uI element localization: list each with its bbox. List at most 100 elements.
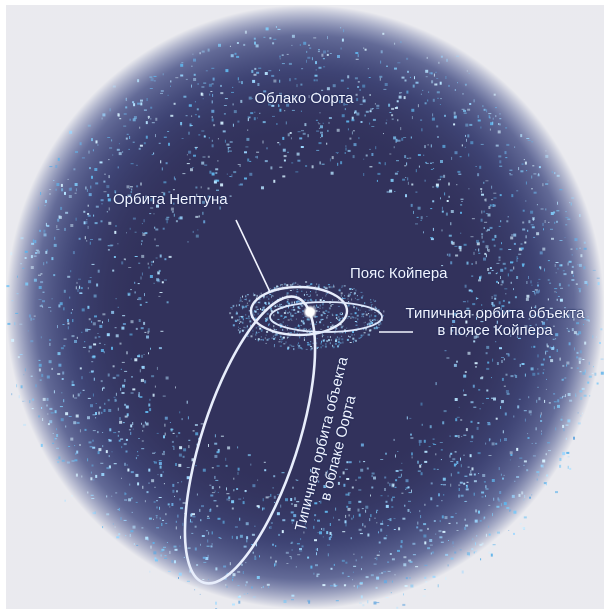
oort-particle bbox=[436, 468, 439, 470]
oort-particle bbox=[212, 93, 214, 97]
oort-particle bbox=[478, 473, 480, 474]
oort-particle bbox=[437, 179, 441, 181]
oort-particle bbox=[103, 180, 106, 183]
kuiper-particle bbox=[314, 315, 317, 318]
oort-particle bbox=[569, 202, 571, 204]
oort-particle bbox=[120, 517, 122, 521]
oort-particle bbox=[181, 62, 184, 64]
oort-particle bbox=[594, 372, 597, 376]
oort-particle bbox=[19, 354, 23, 355]
oort-particle bbox=[483, 210, 485, 213]
kuiper-particle bbox=[322, 339, 325, 342]
oort-particle bbox=[289, 78, 291, 82]
oort-particle bbox=[441, 229, 443, 232]
oort-particle bbox=[154, 226, 156, 229]
kuiper-particle bbox=[371, 322, 374, 324]
kuiper-particle bbox=[355, 339, 357, 342]
oort-particle bbox=[407, 509, 410, 512]
oort-particle bbox=[275, 26, 277, 28]
kuiper-particle bbox=[356, 295, 358, 297]
oort-particle bbox=[211, 486, 214, 490]
kuiper-particle bbox=[279, 339, 281, 341]
oort-particle bbox=[268, 496, 270, 498]
kuiper-particle bbox=[260, 339, 262, 341]
oort-particle bbox=[167, 503, 170, 506]
oort-particle bbox=[347, 507, 351, 511]
oort-particle bbox=[226, 493, 230, 495]
oort-particle bbox=[53, 390, 55, 394]
oort-particle bbox=[336, 153, 338, 154]
oort-particle bbox=[147, 115, 150, 118]
kuiper-particle bbox=[268, 324, 269, 327]
oort-particle bbox=[424, 179, 426, 182]
oort-particle bbox=[438, 61, 440, 64]
oort-particle bbox=[409, 76, 411, 78]
oort-particle bbox=[340, 47, 342, 50]
oort-particle bbox=[262, 585, 264, 588]
oort-particle bbox=[499, 307, 501, 310]
kuiper-particle bbox=[320, 342, 322, 345]
kuiper-particle bbox=[352, 305, 354, 306]
oort-particle bbox=[81, 157, 85, 159]
oort-particle bbox=[513, 242, 516, 245]
oort-particle bbox=[478, 279, 481, 282]
oort-particle bbox=[357, 508, 360, 512]
oort-particle bbox=[440, 55, 443, 58]
oort-particle bbox=[485, 230, 488, 232]
kuiper-particle bbox=[340, 294, 342, 297]
oort-particle bbox=[47, 423, 50, 426]
oort-particle bbox=[231, 576, 234, 578]
oort-particle bbox=[174, 548, 178, 551]
oort-particle bbox=[122, 384, 125, 386]
oort-particle bbox=[107, 373, 110, 377]
oort-particle bbox=[459, 549, 462, 551]
oort-particle bbox=[30, 317, 32, 321]
oort-particle bbox=[49, 420, 53, 424]
oort-particle bbox=[30, 340, 34, 343]
oort-particle bbox=[290, 511, 294, 514]
oort-particle bbox=[485, 495, 486, 498]
oort-particle bbox=[35, 384, 37, 388]
neptune-orbit-label: Орбита Нептуна bbox=[113, 191, 228, 208]
oort-particle bbox=[351, 119, 355, 122]
oort-particle bbox=[147, 328, 150, 332]
kuiper-particle bbox=[348, 293, 350, 296]
oort-particle bbox=[168, 142, 170, 146]
kuiper-particle bbox=[312, 342, 314, 344]
oort-particle bbox=[156, 432, 159, 434]
oort-particle bbox=[477, 115, 479, 119]
oort-particle bbox=[429, 544, 433, 546]
oort-particle bbox=[300, 110, 302, 112]
kuiper-particle bbox=[377, 319, 379, 321]
oort-particle bbox=[442, 421, 445, 425]
oort-particle bbox=[464, 518, 466, 521]
oort-particle bbox=[180, 507, 184, 510]
oort-particle bbox=[497, 310, 499, 314]
oort-particle bbox=[181, 138, 184, 139]
kuiper-particle bbox=[356, 299, 359, 301]
kuiper-particle bbox=[284, 316, 287, 318]
oort-particle bbox=[348, 461, 352, 464]
oort-particle bbox=[150, 198, 153, 202]
oort-particle bbox=[400, 473, 402, 477]
oort-particle bbox=[295, 566, 297, 568]
oort-particle bbox=[403, 96, 406, 100]
oort-particle bbox=[400, 547, 403, 549]
kuiper-particle bbox=[231, 308, 233, 310]
oort-particle bbox=[90, 477, 93, 481]
kuiper-particle bbox=[348, 335, 349, 337]
oort-particle bbox=[403, 556, 407, 559]
oort-particle bbox=[540, 208, 544, 210]
oort-particle bbox=[272, 115, 275, 117]
oort-particle bbox=[211, 467, 214, 469]
oort-particle bbox=[219, 486, 221, 489]
oort-particle bbox=[478, 252, 481, 254]
oort-particle bbox=[299, 548, 302, 550]
kuiper-particle bbox=[346, 317, 349, 319]
oort-particle bbox=[492, 513, 493, 517]
oort-particle bbox=[138, 319, 141, 322]
oort-particle bbox=[120, 438, 124, 440]
kuiper-particle bbox=[355, 317, 357, 319]
kuiper-particle bbox=[236, 304, 238, 307]
kuiper-particle bbox=[293, 330, 295, 333]
